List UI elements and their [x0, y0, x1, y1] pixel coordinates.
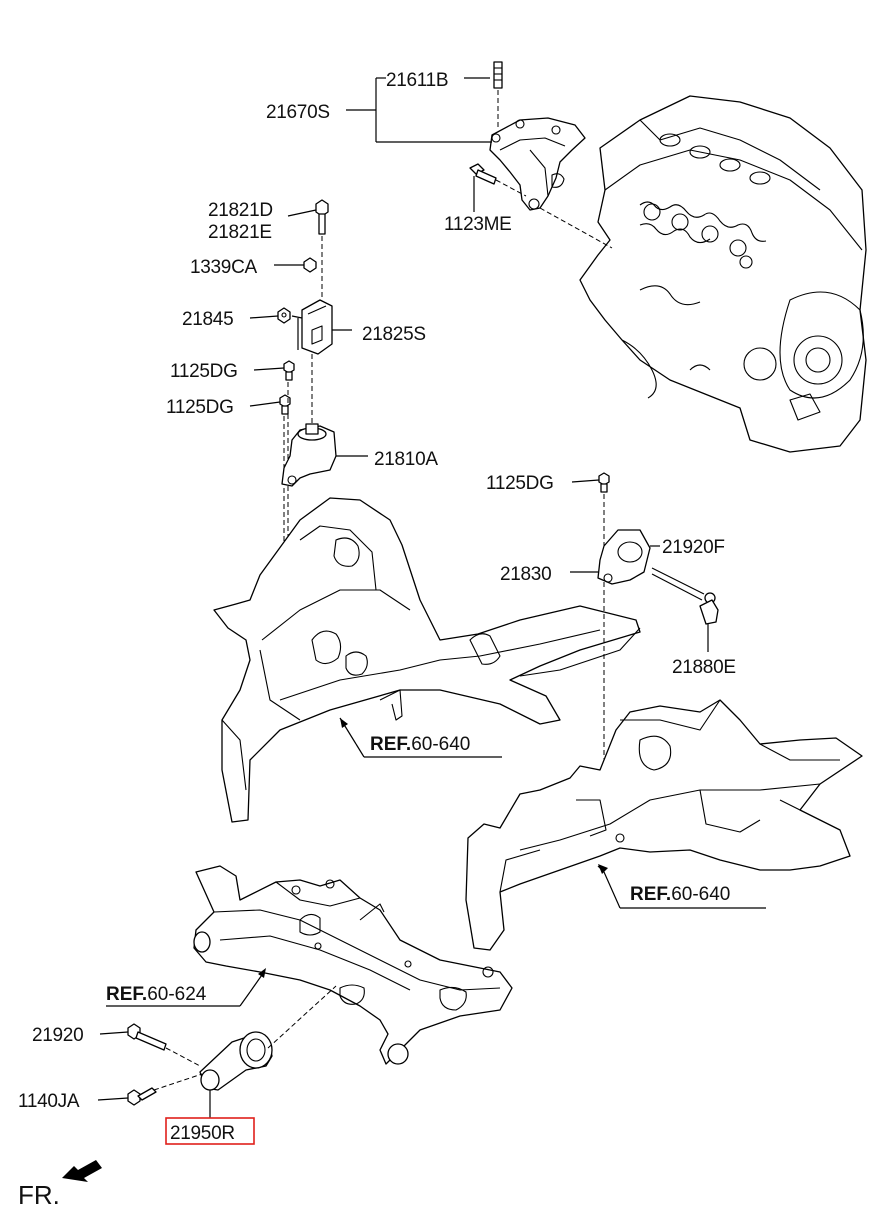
bolt-21920 [127, 1023, 201, 1067]
highlight-box-21950r [165, 1117, 255, 1145]
bolt-21920f [651, 567, 716, 604]
label-1339ca: 1339CA [190, 257, 257, 278]
label-1125dg-a: 1125DG [170, 361, 238, 382]
label-21821e: 21821E [208, 222, 272, 243]
label-1140ja: 1140JA [18, 1091, 80, 1112]
label-21950r[interactable]: 21950R [170, 1123, 235, 1144]
bolt-1140ja [127, 1073, 203, 1106]
left-side-member [213, 497, 641, 823]
nut-21845 [277, 307, 291, 324]
bracket-21880e [699, 599, 719, 652]
ref-number: 60-624 [147, 984, 207, 1005]
label-21830: 21830 [500, 564, 551, 585]
label-21845: 21845 [182, 309, 233, 330]
ref-prefix: REF. [106, 984, 147, 1005]
bolt-21821d [315, 199, 329, 300]
label-21920f: 21920F [662, 537, 725, 558]
stud-21611b [493, 61, 503, 128]
label-21880e: 21880E [672, 657, 736, 678]
engine-mount-bracket [489, 117, 586, 211]
bolt-1125dg-a [283, 360, 295, 381]
ref-number: 60-640 [671, 884, 730, 905]
label-21821d: 21821D [208, 200, 273, 221]
mount-21830 [570, 529, 660, 585]
label-21611b: 21611B [386, 70, 448, 91]
label-1123me: 1123ME [444, 214, 512, 235]
roll-rod-21950r [199, 1031, 273, 1091]
ref-label-60-640-right[interactable]: REF.60-640 [630, 884, 730, 905]
nut-1339ca [303, 257, 317, 273]
label-21920: 21920 [32, 1025, 83, 1046]
bolt-1123me [469, 163, 527, 197]
label-21670s: 21670S [266, 102, 330, 123]
front-arrow-icon [62, 1160, 102, 1182]
ref-prefix: REF. [630, 884, 671, 905]
label-21825s: 21825S [362, 324, 426, 345]
ref-label-60-640-left[interactable]: REF.60-640 [370, 734, 470, 755]
ref-prefix: REF. [370, 734, 411, 755]
leader-lines [97, 77, 600, 1101]
right-side-member [465, 699, 863, 951]
ref-number: 60-640 [411, 734, 470, 755]
engine-mount-21810a [281, 423, 368, 487]
label-21810a: 21810A [374, 449, 438, 470]
subframe [193, 865, 513, 1065]
bracket-21825s [291, 299, 352, 355]
bolt-1125dg-b [279, 394, 291, 415]
label-1125dg-c: 1125DG [486, 473, 554, 494]
label-1125dg-b: 1125DG [166, 397, 234, 418]
front-label: FR. [18, 1180, 60, 1210]
bolt-1125dg-c [598, 472, 610, 493]
ref-label-60-624[interactable]: REF.60-624 [106, 984, 207, 1005]
engine-block [579, 95, 867, 453]
